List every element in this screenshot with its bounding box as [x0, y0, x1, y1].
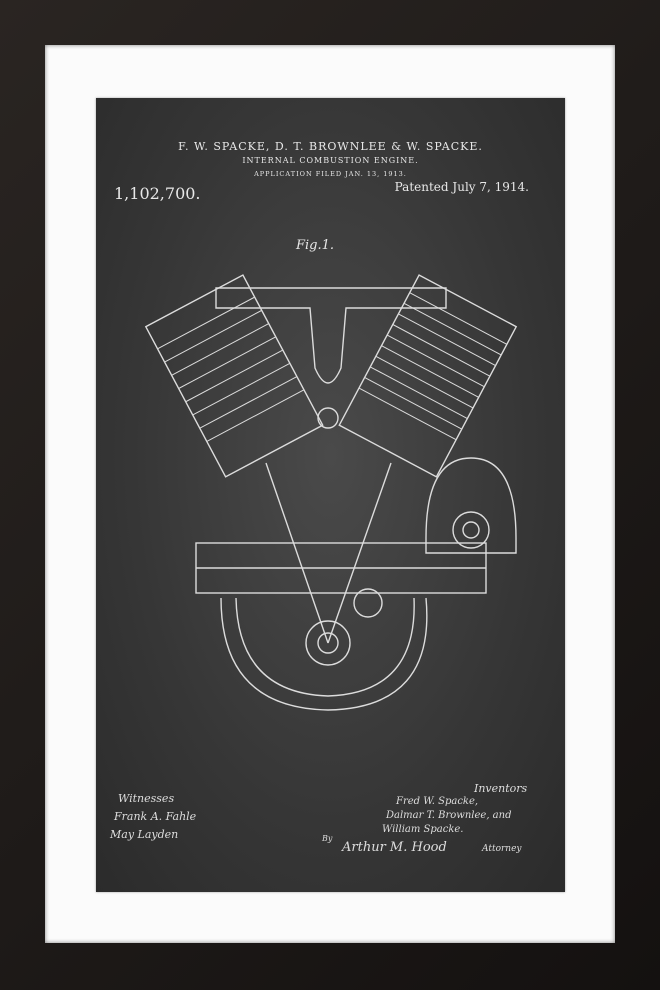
chalkboard-print: F. W. SPACKE, D. T. BROWNLEE & W. SPACKE…	[96, 98, 565, 892]
attorney-signature: Arthur M. Hood	[342, 840, 447, 855]
witness-signature: Frank A. Fahle	[114, 810, 197, 823]
by-label: By	[322, 834, 333, 843]
patent-inventors-header: F. W. SPACKE, D. T. BROWNLEE & W. SPACKE…	[178, 140, 483, 153]
inventor-signature: Fred W. Spacke,	[396, 796, 479, 807]
figure-label: Fig.1.	[296, 238, 335, 253]
intake-manifold	[215, 287, 447, 384]
witnesses-label: Witnesses	[118, 792, 175, 805]
right-cylinder	[338, 274, 518, 478]
flywheel-housing	[220, 597, 428, 711]
attorney-label: Attorney	[482, 844, 522, 854]
patent-number: 1,102,700.	[114, 184, 201, 203]
patent-date: Patented July 7, 1914.	[394, 180, 529, 194]
engine-drawing	[144, 274, 518, 711]
inventor-signature: William Spacke.	[382, 824, 464, 835]
left-cylinder	[144, 274, 324, 478]
magneto	[425, 457, 517, 554]
patent-subject: INTERNAL COMBUSTION ENGINE.	[242, 156, 419, 165]
inventors-label: Inventors	[474, 782, 528, 795]
crankshaft	[305, 620, 351, 666]
witness-signature: May Layden	[110, 828, 179, 841]
inventor-signature: Dalmar T. Brownlee, and	[386, 810, 512, 821]
patent-filed-date: APPLICATION FILED JAN. 13, 1913.	[254, 170, 407, 178]
